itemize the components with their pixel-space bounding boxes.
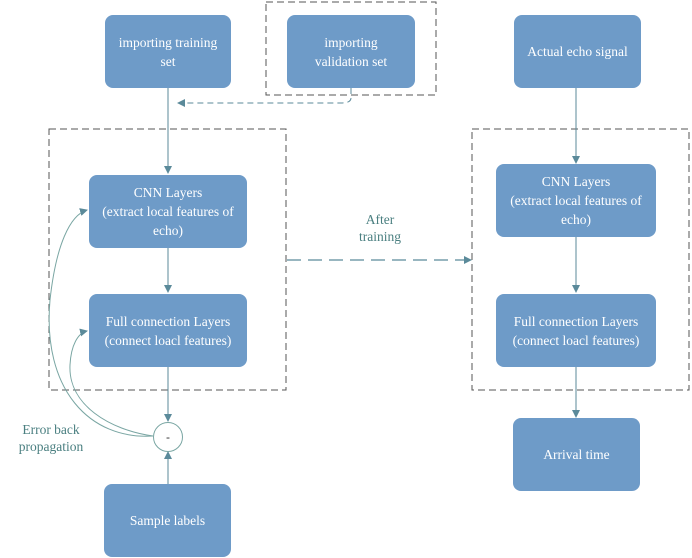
node-full-connection-left: Full connection Layers (connect loacl fe… [89, 294, 247, 367]
validation-dashed-frame [265, 1, 437, 96]
curve-error-to-cnn [48, 208, 154, 437]
node-full-connection-right: Full connection Layers (connect loacl fe… [496, 294, 656, 367]
error-back-text: Error back propagation [18, 422, 84, 454]
node-label: CNN Layers (extract local features of ec… [102, 185, 234, 238]
curve-error-to-fc [69, 328, 154, 437]
after-training-label: After training [345, 211, 415, 245]
node-sample-labels: Sample labels [104, 484, 231, 557]
node-arrival-time: Arrival time [513, 418, 640, 491]
error-back-propagation-label: Error back propagation [8, 421, 94, 455]
node-label: Full connection Layers (connect loacl fe… [512, 313, 640, 348]
node-importing-validation-set: importing validation set [287, 15, 415, 88]
after-training-text: After training [359, 212, 401, 244]
node-cnn-layers-left: CNN Layers (extract local features of ec… [89, 175, 247, 248]
node-label: Sample labels [129, 513, 206, 528]
node-actual-echo-signal: Actual echo signal [514, 15, 641, 88]
arrow-validation-to-cnn [177, 88, 352, 107]
error-minus-circle: - [153, 422, 183, 452]
node-label: Actual echo signal [527, 44, 628, 59]
node-label: Full connection Layers (connect loacl fe… [104, 313, 232, 348]
minus-sign: - [166, 430, 170, 444]
node-cnn-layers-right: CNN Layers (extract local features of ec… [496, 164, 656, 237]
node-importing-training-set: importing training set [105, 15, 231, 88]
right-model-dashed-frame [471, 128, 690, 391]
node-label: Arrival time [543, 447, 610, 462]
node-label: importing validation set [314, 34, 388, 69]
node-label: CNN Layers (extract local features of ec… [510, 174, 642, 227]
node-label: importing training set [118, 34, 218, 69]
